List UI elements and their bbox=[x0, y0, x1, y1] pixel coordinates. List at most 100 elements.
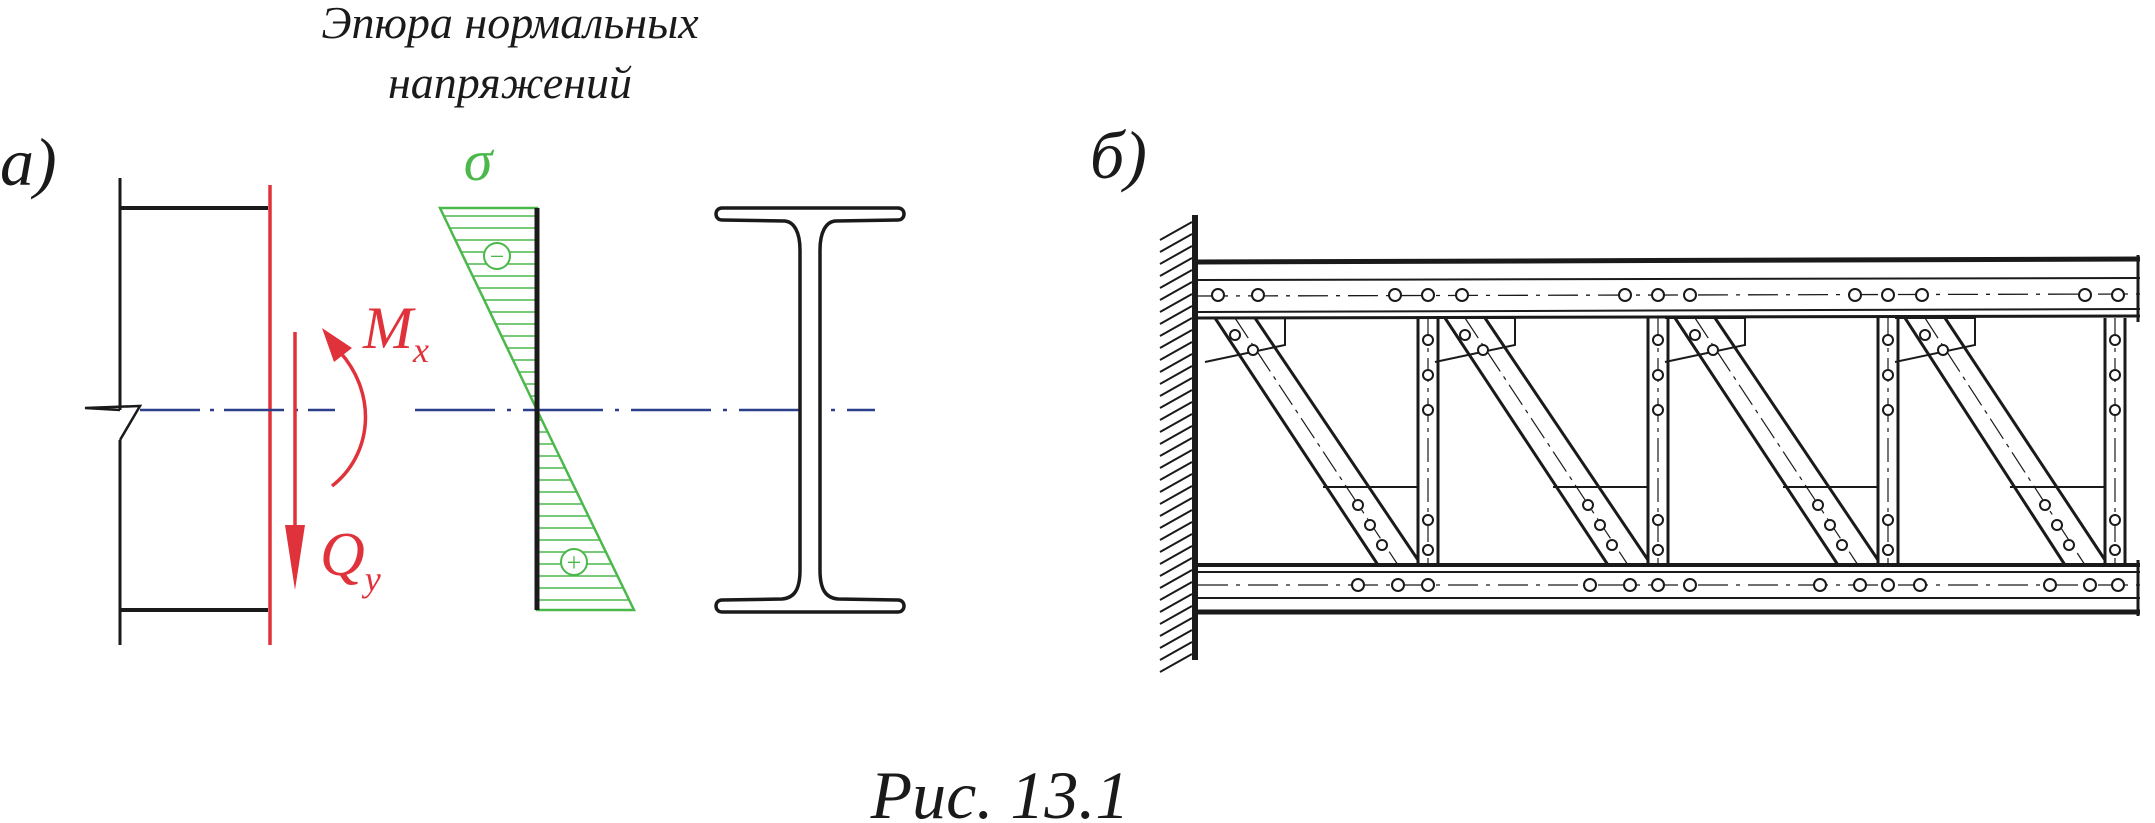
wall-hatch-line bbox=[1159, 533, 1193, 553]
plus-sign: + bbox=[567, 548, 582, 577]
epure-tension-triangle bbox=[535, 409, 636, 612]
gusset-plate bbox=[1553, 486, 1649, 566]
rivet bbox=[1881, 288, 1895, 302]
fixed-support bbox=[1159, 215, 1198, 673]
figure-caption: Рис. 13.1 bbox=[870, 757, 1130, 823]
wall-hatch-line bbox=[1159, 545, 1193, 565]
wall-hatch-line bbox=[1159, 221, 1193, 241]
rivet bbox=[1352, 499, 1364, 511]
top-chord-line-1 bbox=[1197, 256, 2141, 265]
rivet bbox=[1813, 578, 1827, 592]
truss-bottom-chord bbox=[1198, 560, 2140, 616]
rivet bbox=[1422, 544, 1434, 556]
rivet bbox=[1583, 578, 1597, 592]
rivet bbox=[1618, 288, 1632, 302]
epure-compression-triangle bbox=[438, 206, 539, 411]
wall-hatch-line bbox=[1159, 305, 1193, 325]
wall-hatch-line bbox=[1159, 293, 1193, 313]
rivet bbox=[1836, 539, 1848, 551]
moment-arrowhead bbox=[322, 328, 352, 362]
moment-label-sub: x bbox=[412, 330, 429, 370]
rivet bbox=[1582, 499, 1594, 511]
shear-label-sub: y bbox=[362, 559, 381, 599]
rivet bbox=[1364, 519, 1376, 531]
rivet bbox=[1623, 578, 1637, 592]
rivet bbox=[2109, 369, 2121, 381]
rivet bbox=[1606, 539, 1618, 551]
rivet bbox=[2039, 499, 2051, 511]
rivet bbox=[1477, 344, 1489, 356]
rivet bbox=[1422, 514, 1434, 526]
wall-hatch-line bbox=[1159, 389, 1193, 409]
wall-hatch-line bbox=[1159, 629, 1193, 649]
rivet bbox=[1689, 329, 1701, 341]
rivet bbox=[2078, 288, 2092, 302]
rivet bbox=[1651, 578, 1665, 592]
gusset-plate bbox=[1323, 486, 1419, 566]
diagonal-member-edge bbox=[1483, 317, 1650, 561]
top-chord-line-3 bbox=[1197, 308, 2141, 313]
rivet bbox=[1882, 404, 1894, 416]
wall-hatch-line bbox=[1159, 593, 1193, 613]
diagonal-member-edge bbox=[1443, 317, 1610, 566]
rivet bbox=[1652, 334, 1664, 346]
rivet bbox=[2109, 404, 2121, 416]
top-chord-axis bbox=[1197, 293, 2141, 297]
top-chord-line-2 bbox=[1197, 277, 2141, 281]
support-hatching bbox=[1159, 221, 1193, 673]
rivet bbox=[1915, 288, 1929, 302]
wall-hatch-line bbox=[1159, 569, 1193, 589]
wall-hatch-line bbox=[1159, 377, 1193, 397]
rivet bbox=[1422, 334, 1434, 346]
rivet bbox=[2063, 539, 2075, 551]
rivet bbox=[1251, 288, 1265, 302]
truss-top-chord bbox=[1197, 255, 2141, 322]
rivet bbox=[2043, 578, 2057, 592]
rivet bbox=[2109, 514, 2121, 526]
rivet bbox=[1882, 544, 1894, 556]
rivet bbox=[1455, 288, 1469, 302]
diagonal-member-edge bbox=[1903, 317, 2067, 566]
panel-a-label: а) bbox=[0, 124, 57, 200]
rivet bbox=[1422, 404, 1434, 416]
diagonal-member-edge bbox=[1213, 317, 1380, 566]
wall-hatch-line bbox=[1159, 317, 1193, 337]
moment-label-main: M bbox=[362, 295, 416, 361]
rivet bbox=[1388, 288, 1402, 302]
rivet bbox=[1247, 344, 1259, 356]
gusset-plate bbox=[2010, 486, 2106, 566]
rivet bbox=[1683, 288, 1697, 302]
wall-hatch-line bbox=[1159, 605, 1193, 625]
minus-sign-circle bbox=[483, 242, 511, 270]
wall-hatch-line bbox=[1159, 281, 1193, 301]
gusset-plate bbox=[1894, 317, 1976, 363]
wall-hatch-line bbox=[1159, 461, 1193, 481]
wall-hatch-line bbox=[1159, 485, 1193, 505]
wall-hatch-line bbox=[1159, 257, 1193, 277]
gusset-plate bbox=[1664, 317, 1746, 363]
wall-hatch-line bbox=[1159, 329, 1193, 349]
wall-hatch-line bbox=[1159, 245, 1193, 265]
shear-label-main: Q bbox=[320, 521, 365, 589]
rivet bbox=[1848, 288, 1862, 302]
wall-hatch-line bbox=[1159, 425, 1193, 445]
rivet bbox=[1853, 578, 1867, 592]
shear-arrow bbox=[285, 332, 305, 590]
rivet bbox=[1913, 578, 1927, 592]
gusset-plate bbox=[1204, 317, 1286, 363]
wall-hatch-line bbox=[1159, 401, 1193, 421]
rivet bbox=[1229, 329, 1241, 341]
rivet bbox=[1422, 369, 1434, 381]
wall-hatch-line bbox=[1159, 581, 1193, 601]
rivet bbox=[1707, 344, 1719, 356]
panel-a: а) Эпюра нормальных напряжений Mx bbox=[0, 0, 906, 645]
shear-arrowhead bbox=[285, 525, 305, 590]
wall-hatch-line bbox=[1159, 521, 1193, 541]
rivet bbox=[1812, 499, 1824, 511]
wall-hatch-line bbox=[1159, 365, 1193, 385]
wall-hatch-line bbox=[1159, 617, 1193, 637]
rivet bbox=[1882, 334, 1894, 346]
diagonal-member-edge bbox=[1253, 317, 1420, 561]
rivet bbox=[1211, 288, 1225, 302]
